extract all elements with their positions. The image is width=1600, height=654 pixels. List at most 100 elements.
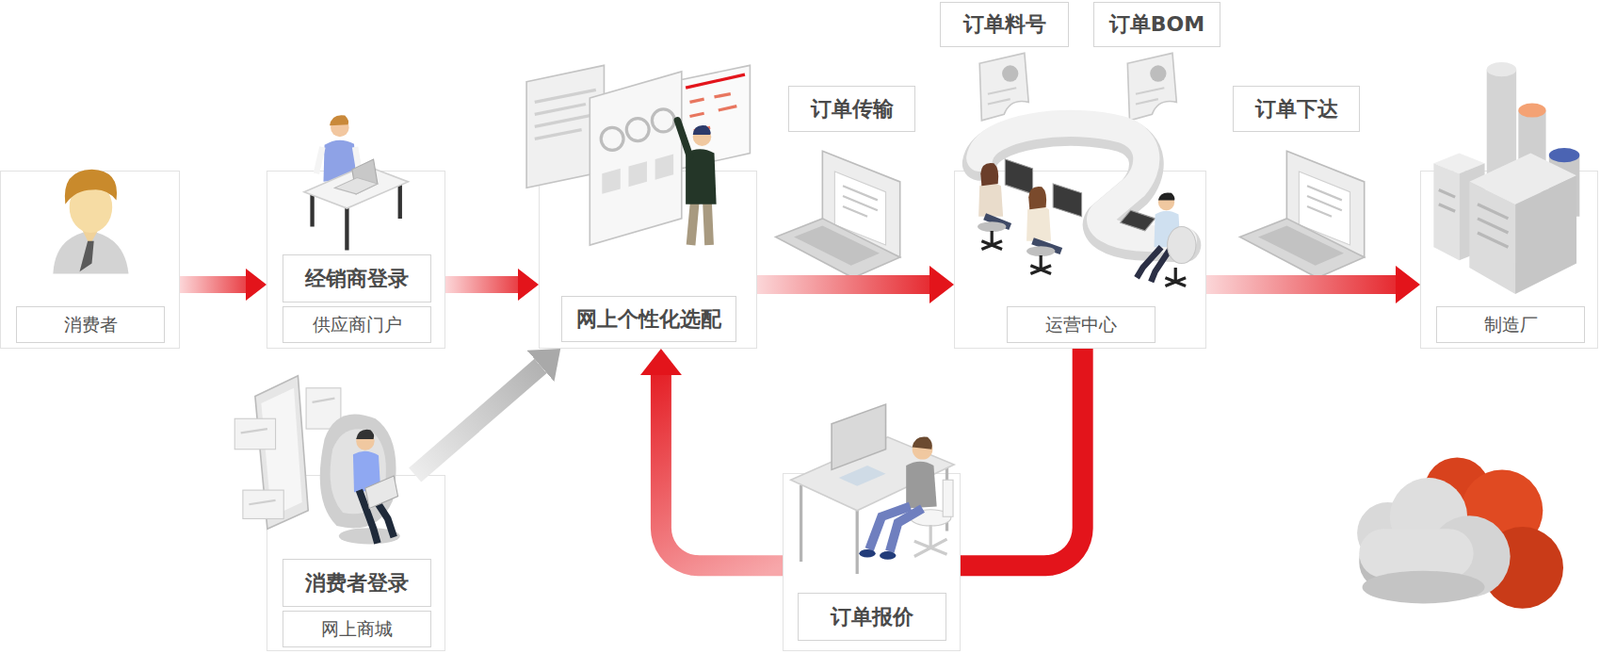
factory-illustration-part: [1469, 181, 1516, 294]
dealer-illustration-part: [334, 177, 378, 194]
operations-illustration-part-part: [981, 165, 998, 182]
illustration-part: [52, 52, 1580, 608]
operations-illustration: [977, 123, 1196, 286]
flow-arrow: [179, 275, 246, 293]
shop-illustration-part: [320, 413, 397, 528]
quote-illustration-part: [910, 509, 952, 526]
configurator-illustration-part: [534, 89, 597, 139]
quote-illustration-part: [912, 438, 934, 460]
dealer-illustration: [304, 114, 409, 250]
node-title: 消费者登录: [282, 558, 432, 607]
operations-illustration-part-part: [985, 216, 1011, 227]
operations-illustration-part-part: [1033, 241, 1062, 252]
document-icon: [979, 52, 1029, 121]
configurator-illustration-part: [651, 109, 675, 132]
process-box: 经销商登录供应商门户: [266, 170, 446, 349]
operations-illustration-part: [1026, 186, 1062, 274]
operations-illustration-part-part: [1153, 210, 1180, 247]
consumer-avatar: [52, 169, 129, 275]
operations-illustration-part: [1120, 210, 1156, 231]
quote-illustration-part: [942, 479, 954, 517]
factory-illustration-part: [1549, 155, 1581, 217]
operations-illustration-part-part: [1026, 245, 1055, 257]
operations-illustration-part: [1004, 159, 1033, 194]
process-box: 运营中心: [953, 170, 1207, 349]
document-icon: [1127, 52, 1177, 121]
factory-illustration-part: [1518, 102, 1546, 117]
cloud-illustration-part: [1358, 533, 1482, 590]
cloud-illustration-part: [1424, 456, 1490, 522]
quote-illustration-part: [912, 436, 933, 449]
process-box: 制造厂: [1420, 170, 1599, 349]
dealer-illustration-part: [304, 165, 409, 210]
factory-illustration-part: [1486, 69, 1517, 182]
consumer-avatar-part: [80, 241, 95, 273]
configurator-illustration-part: [685, 74, 745, 88]
factory-illustration-part: [1458, 162, 1485, 260]
operations-illustration-part-part: [977, 221, 1006, 232]
cloud-illustration: [1357, 456, 1564, 608]
shop-illustration: [234, 375, 401, 545]
quote-illustration-part: [889, 508, 923, 552]
quote-illustration-part: [914, 524, 948, 557]
shop-illustration-part: [255, 375, 308, 530]
quote-illustration-part: [858, 549, 875, 558]
cloud-illustration-part: [1357, 501, 1419, 564]
shop-illustration-part: [330, 428, 387, 514]
operations-illustration-part: [1136, 192, 1196, 286]
cloud-illustration-part: [1461, 468, 1544, 551]
flow-arrow: [757, 274, 930, 294]
dealer-illustration-part: [316, 146, 360, 174]
configurator-illustration-part: [601, 168, 621, 194]
tag-label: 订单料号: [939, 1, 1069, 48]
configurator-illustration-part: [685, 148, 717, 205]
shop-illustration-part: [355, 429, 374, 439]
shop-illustration-part: [365, 475, 399, 509]
node-title: 运营中心: [1006, 306, 1156, 343]
dealer-illustration-part: [323, 140, 356, 182]
cloud-illustration-part: [1428, 515, 1511, 598]
shop-illustration-part: [339, 527, 401, 544]
factory-illustration-part: [1433, 162, 1459, 260]
process-box: 消费者登录网上商城: [266, 474, 446, 651]
factory-illustration-part: [1438, 190, 1509, 248]
dealer-illustration-part: [312, 183, 401, 250]
configurator-illustration-part: [626, 118, 649, 142]
cloud-illustration-part: [1454, 500, 1535, 582]
cloud-illustration-part: [1389, 477, 1468, 555]
edge-label: 订单下达: [1232, 85, 1360, 132]
flow-arrow: [1206, 274, 1396, 294]
quote-illustration-part: [905, 461, 938, 509]
node-title: 制造厂: [1436, 306, 1585, 343]
operations-illustration-part-part: [1164, 267, 1186, 287]
cloud-illustration-part: [1358, 528, 1473, 578]
shop-illustration-part: [306, 387, 341, 429]
node-title: 网上个性化选配: [561, 295, 737, 342]
operations-illustration-part-part: [1028, 186, 1047, 210]
configurator-illustration-part: [600, 127, 624, 150]
configurator-illustration-part: [691, 199, 711, 245]
factory-illustration-part: [1469, 153, 1577, 205]
operations-illustration-part-part: [1167, 226, 1196, 264]
node-subtitle: 网上商城: [282, 610, 432, 647]
tag-label: 订单BOM: [1093, 1, 1221, 48]
configurator-illustration-part: [655, 154, 675, 180]
quote-illustration-part: [879, 550, 896, 560]
operations-illustration-part-part: [981, 230, 1003, 250]
consumer-avatar-part: [69, 181, 114, 233]
flow-arrow: [661, 374, 783, 566]
factory-illustration-part: [1486, 62, 1517, 77]
configurator-illustration-part: [693, 127, 712, 146]
quote-illustration: [791, 404, 954, 574]
flow-arrow: [960, 348, 1083, 566]
node-title: 经销商登录: [282, 254, 432, 303]
factory-illustration: [1433, 62, 1580, 294]
operations-illustration-part-part: [1026, 205, 1051, 241]
consumer-avatar-part: [81, 228, 99, 245]
configurator-illustration-part: [589, 71, 682, 245]
dealer-illustration-part: [330, 118, 350, 138]
operations-illustration-part: [979, 128, 1184, 245]
shop-illustration-part: [353, 451, 381, 493]
